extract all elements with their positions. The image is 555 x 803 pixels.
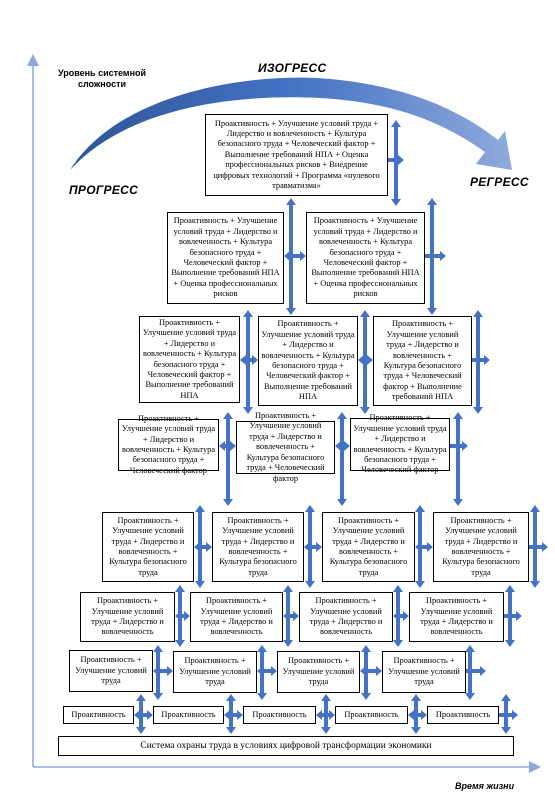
right-arrow — [472, 355, 490, 365]
vertical-arrow — [501, 694, 511, 734]
box-level-2-d: Проактивность + Улучшение условий труда — [382, 651, 466, 693]
horizontal-arrow — [284, 251, 306, 261]
evolution-arc — [70, 77, 512, 170]
box-level-7-b: Проактивность + Улучшение условий труда … — [306, 212, 425, 304]
right-arrow — [425, 251, 446, 261]
vertical-arrow — [153, 645, 163, 700]
box-level-8: Проактивность + Улучшение условий труда … — [205, 114, 388, 196]
box-level-1-a: Проактивность — [63, 706, 134, 724]
horizontal-arrow — [304, 542, 322, 552]
vertical-arrow — [337, 412, 347, 506]
horizontal-arrow — [360, 666, 382, 676]
vertical-arrow — [361, 645, 371, 700]
box-level-2-a: Проактивность + Улучшение условий труда — [69, 650, 153, 692]
box-level-4-a: Проактивность + Улучшение условий труда … — [102, 512, 194, 582]
vertical-arrow — [530, 505, 540, 588]
vertical-arrow — [226, 694, 236, 734]
vertical-arrow — [473, 310, 483, 414]
box-level-6-b: Проактивность + Улучшение условий труда … — [258, 316, 358, 406]
box-level-1-b: Проактивность — [153, 706, 224, 724]
box-level-5-c: Проактивность + Улучшение условий труда … — [350, 413, 450, 474]
box-level-4-b: Проактивность + Улучшение условий труда … — [212, 512, 304, 582]
box-level-3-d: Проактивность + Улучшение условий труда … — [409, 592, 504, 642]
base-system-box: Система охраны труда в условиях цифровой… — [58, 736, 514, 756]
box-level-2-c: Проактивность + Улучшение условий труда — [277, 651, 360, 693]
horizontal-arrow — [393, 611, 409, 621]
vertical-arrow — [305, 505, 315, 588]
box-level-1-e: Проактивность — [427, 706, 499, 724]
horizontal-arrow — [224, 710, 243, 720]
box-level-4-d: Проактивность + Улучшение условий труда … — [433, 512, 529, 582]
arrow-layer — [134, 120, 548, 734]
vertical-arrow — [465, 645, 475, 700]
vertical-arrow — [411, 694, 421, 734]
box-level-1-c: Проактивность — [243, 706, 316, 724]
vertical-arrow — [223, 412, 233, 506]
horizontal-arrow — [134, 710, 153, 720]
label-regress: РЕГРЕСС — [470, 175, 529, 189]
box-level-3-c: Проактивность + Улучшение условий труда … — [299, 592, 393, 642]
horizontal-arrow — [175, 611, 190, 621]
vertical-arrow — [195, 505, 205, 588]
box-level-4-c: Проактивность + Улучшение условий труда … — [322, 512, 415, 582]
vertical-arrow — [453, 412, 463, 506]
box-level-3-b: Проактивность + Улучшение условий труда … — [190, 592, 283, 642]
label-progress: ПРОГРЕСС — [69, 183, 139, 197]
vertical-arrow — [391, 120, 401, 206]
horizontal-arrow — [194, 542, 212, 552]
vertical-arrow — [427, 198, 437, 315]
box-level-7-a: Проактивность + Улучшение условий труда … — [167, 212, 284, 304]
right-arrow — [504, 611, 522, 621]
vertical-arrow — [321, 694, 331, 734]
right-arrow — [529, 542, 548, 552]
vertical-arrow — [415, 505, 425, 588]
horizontal-arrow — [415, 542, 433, 552]
box-level-5-b: Проактивность + Улучшение условий труда … — [236, 411, 335, 483]
right-arrow — [466, 666, 486, 676]
vertical-arrow — [505, 585, 515, 647]
x-axis-label: Время жизни — [455, 781, 515, 791]
box-level-6-a: Проактивность + Улучшение условий труда … — [139, 316, 240, 403]
vertical-arrow — [257, 645, 267, 700]
vertical-arrow — [393, 585, 403, 647]
horizontal-arrow — [283, 611, 299, 621]
label-isogress: ИЗОГРЕСС — [258, 61, 327, 75]
box-level-1-d: Проактивность — [335, 706, 408, 724]
vertical-arrow — [243, 310, 253, 414]
vertical-arrow — [283, 585, 293, 647]
vertical-arrow — [360, 310, 370, 414]
box-level-5-a: Проактивность + Улучшение условий труда … — [118, 414, 219, 475]
vertical-arrow — [175, 585, 185, 647]
box-level-3-a: Проактивность + Улучшение условий труда … — [80, 592, 175, 642]
y-axis-label: Уровень системной сложности — [57, 68, 147, 89]
right-arrow — [499, 710, 518, 720]
vertical-arrow — [136, 694, 146, 734]
vertical-arrow — [286, 198, 296, 315]
box-level-6-c: Проактивность + Улучшение условий труда … — [373, 316, 472, 406]
box-level-2-b: Проактивность + Улучшение условий труда — [173, 651, 257, 693]
